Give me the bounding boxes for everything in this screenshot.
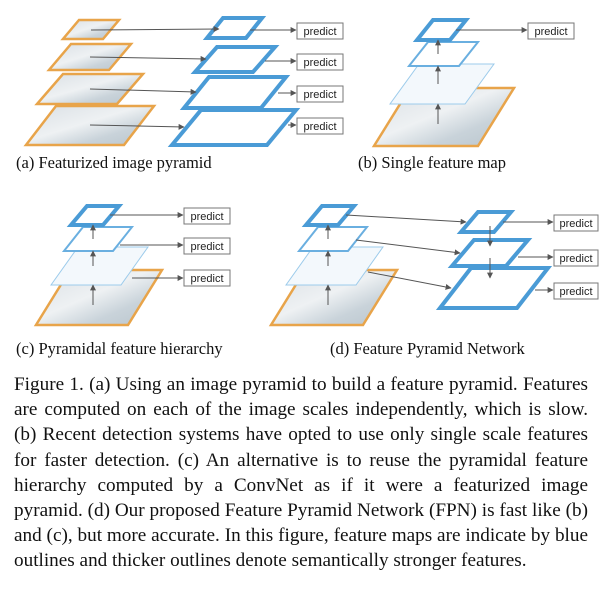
- feature-map-low: [285, 246, 384, 286]
- predict-label: predict: [190, 273, 223, 285]
- predict-label: predict: [303, 57, 336, 69]
- top-down-map-1: [456, 210, 516, 234]
- feature-map-low: [50, 246, 149, 286]
- feature-map-4: [167, 108, 301, 147]
- predict-box: predict: [296, 22, 344, 40]
- top-down-map-3: [435, 266, 553, 310]
- feature-map-low: [389, 63, 495, 105]
- predict-label: predict: [303, 89, 336, 101]
- predict-box: predict: [553, 249, 599, 267]
- predict-box: predict: [527, 22, 575, 40]
- arrow: [90, 26, 220, 33]
- predict-label: predict: [559, 253, 592, 265]
- predict-label: predict: [303, 121, 336, 133]
- arrow: [345, 214, 467, 225]
- panel-b-diagram: predict: [371, 18, 575, 148]
- arrow: [89, 55, 207, 62]
- panel-b-caption: (b) Single feature map: [358, 153, 506, 172]
- predict-label: predict: [559, 286, 592, 298]
- predict-box: predict: [553, 214, 599, 232]
- panel-a-caption: (a) Featurized image pyramid: [16, 153, 212, 172]
- predict-label: predict: [190, 211, 223, 223]
- feature-map-mid: [296, 226, 370, 252]
- feature-map-1: [202, 16, 267, 40]
- arrow: [355, 239, 461, 256]
- feature-pyramid-figure: predict predict predict predict predict: [23, 16, 599, 327]
- predict-box: predict: [296, 53, 344, 71]
- arrow: [89, 123, 185, 130]
- predict-label: predict: [303, 26, 336, 38]
- panel-a-diagram: predict predict predict predict: [23, 16, 344, 147]
- figure-caption: Figure 1. (a) Using an image pyramid to …: [14, 374, 588, 572]
- feature-map-top: [301, 204, 359, 227]
- predict-label: predict: [534, 26, 567, 38]
- panel-d-caption: (d) Feature Pyramid Network: [330, 339, 525, 358]
- panel-c-diagram: predict predict predict: [33, 204, 231, 327]
- feature-map-2: [190, 45, 280, 74]
- feature-map-mid: [406, 41, 481, 67]
- predict-label: predict: [559, 218, 592, 230]
- predict-label: predict: [190, 241, 223, 253]
- predict-box: predict: [296, 117, 344, 135]
- predict-box: predict: [183, 269, 231, 287]
- panel-c-caption: (c) Pyramidal feature hierarchy: [16, 339, 223, 358]
- feature-map-mid: [61, 226, 135, 252]
- arrow: [89, 88, 197, 95]
- feature-map-3: [179, 75, 291, 110]
- predict-box: predict: [183, 237, 231, 255]
- arrow: [367, 271, 452, 290]
- predict-box: predict: [183, 207, 231, 225]
- feature-map-top: [412, 18, 471, 42]
- feature-map-top: [66, 204, 124, 227]
- predict-box: predict: [553, 282, 599, 300]
- panel-d-diagram: predict predict predict: [268, 204, 599, 327]
- predict-box: predict: [296, 85, 344, 103]
